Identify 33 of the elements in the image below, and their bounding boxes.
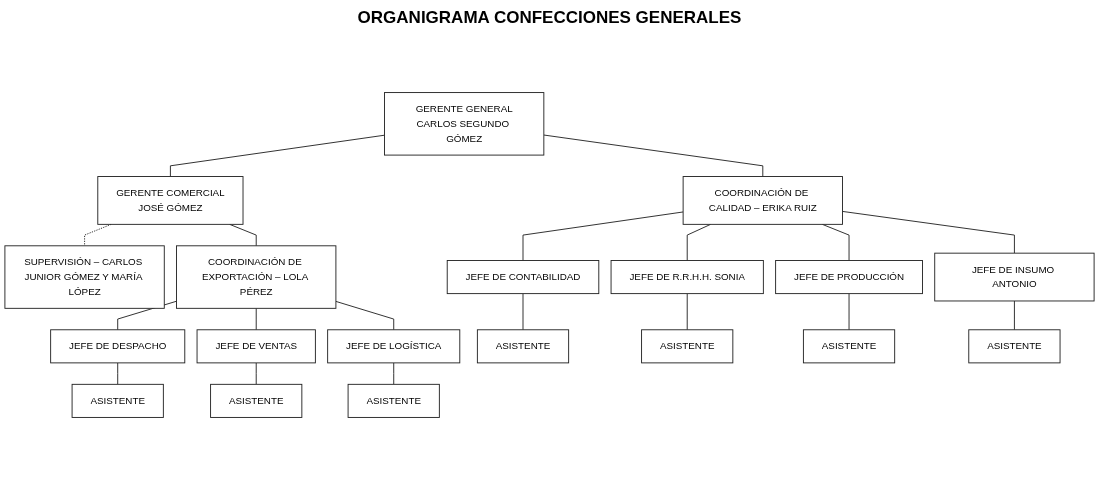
connector — [686, 293, 688, 331]
node-box: GERENTE COMERCIAL JOSÉ GÓMEZ — [97, 176, 244, 225]
node-box: ASISTENTE — [210, 383, 303, 418]
node-box: JEFE DE INSUMO ANTONIO — [934, 252, 1095, 302]
node-box: JEFE DE R.R.H.H. SONIA — [610, 260, 764, 295]
node-box: ASISTENTE — [71, 383, 164, 418]
node-box: ASISTENTE — [968, 329, 1061, 364]
node-box: JEFE DE DESPACHO — [50, 329, 186, 364]
connector — [169, 134, 385, 177]
connector — [255, 307, 257, 331]
node-box: ASISTENTE — [641, 329, 734, 364]
connector — [848, 293, 850, 331]
node-box: COORDINACIÓN DE EXPORTACIÓN – LOLA PÉREZ — [176, 245, 337, 309]
connector — [1013, 300, 1015, 331]
node-box: JEFE DE CONTABILIDAD — [446, 260, 600, 295]
node-box: ASISTENTE — [347, 383, 440, 418]
connector — [522, 211, 684, 261]
node-box: ASISTENTE — [802, 329, 896, 364]
connector — [522, 293, 524, 331]
node-box: ASISTENTE — [476, 329, 570, 364]
node-box: JEFE DE LOGÍSTICA — [327, 329, 461, 364]
connector — [335, 300, 395, 331]
connector — [255, 362, 257, 385]
node-box: JEFE DE VENTAS — [196, 329, 316, 364]
node-box: JEFE DE PRODUCCIÓN — [775, 260, 923, 295]
connector — [543, 134, 764, 177]
connector — [842, 210, 1015, 254]
connector — [117, 362, 119, 385]
node-box: COORDINACIÓN DE CALIDAD – ERIKA RUIZ — [682, 176, 843, 225]
chart-title: ORGANIGRAMA CONFECCIONES GENERALES — [356, 7, 743, 29]
node-box: SUPERVISIÓN – CARLOS JUNIOR GÓMEZ Y MARÍA LÓPEZ — [4, 245, 165, 309]
node-box: GERENTE GENERAL CARLOS SEGUNDO GÓMEZ — [384, 92, 545, 156]
connector — [393, 362, 395, 385]
